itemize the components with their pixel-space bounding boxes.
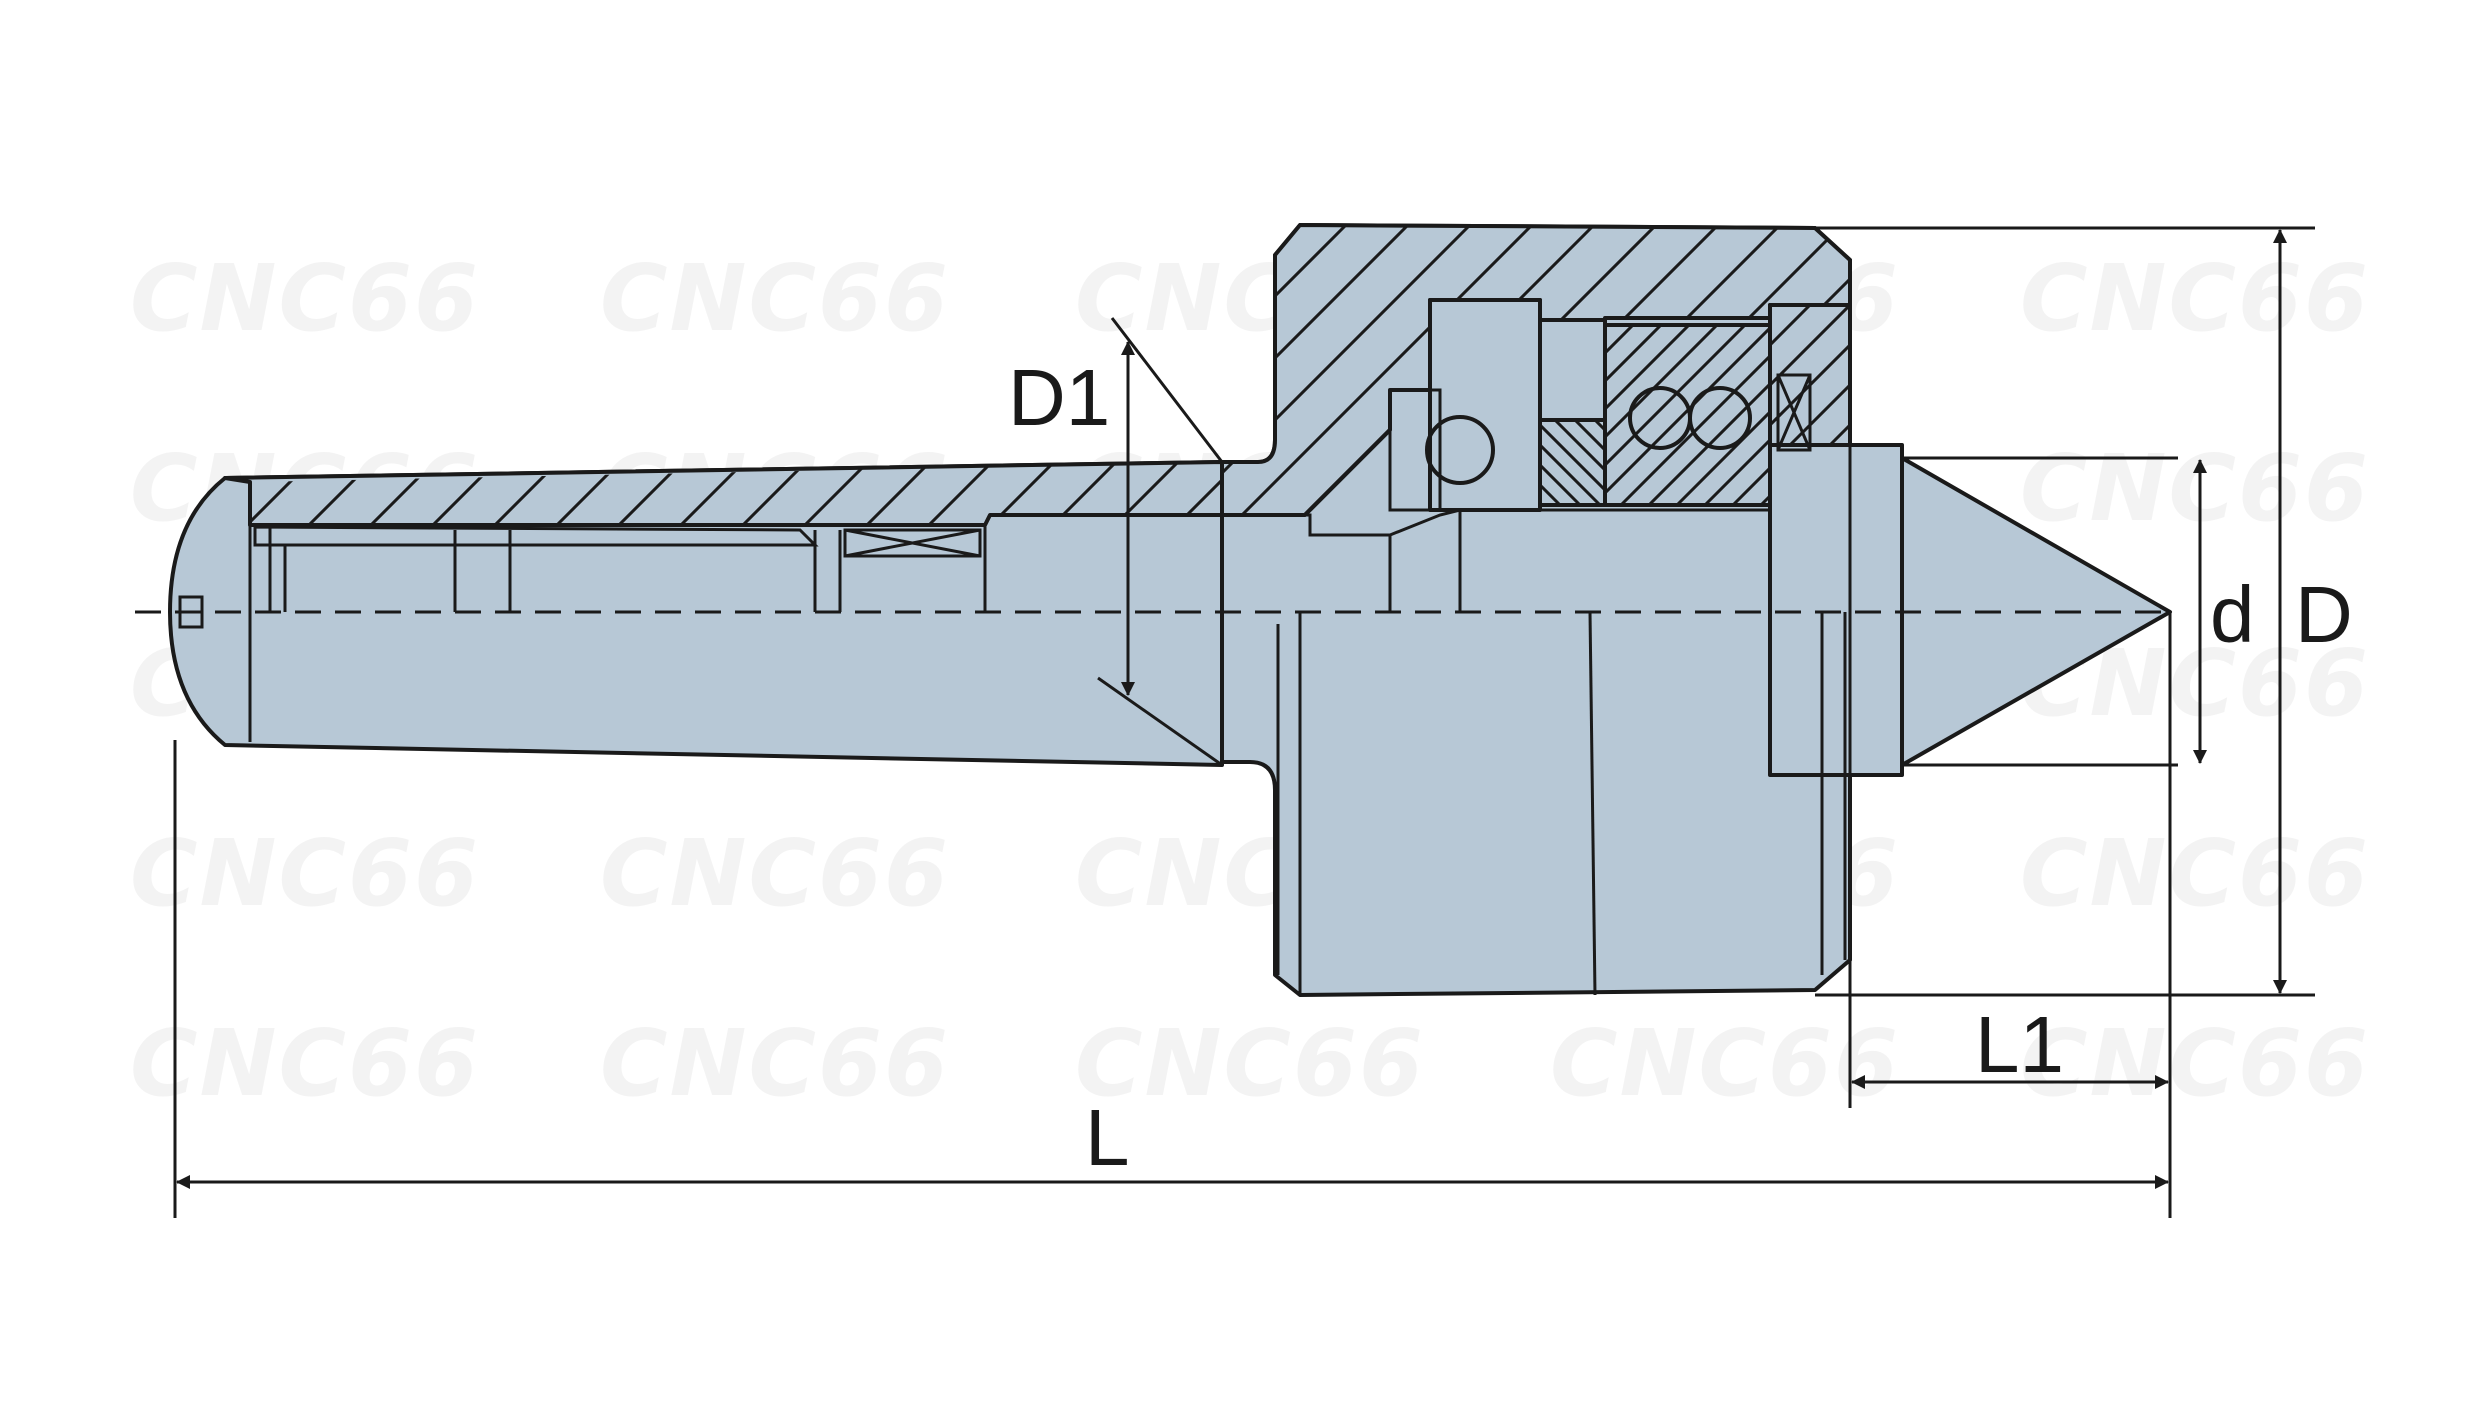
- hatch-line: [1605, 325, 1770, 505]
- label-d: d: [2210, 570, 2255, 659]
- hatch-line: [922, 462, 996, 525]
- watermark-text: CNC66: [2020, 1010, 2370, 1117]
- hatch-line: [1605, 325, 1747, 505]
- hatch-line: [1770, 305, 1850, 445]
- watermark-text: CNC66: [600, 1010, 950, 1117]
- hatch-line: [1605, 325, 1719, 505]
- watermark-text: CNC66: [600, 245, 950, 352]
- hatch-line: [736, 462, 810, 525]
- hatch-line: [1540, 420, 1605, 505]
- hatch-line: [1240, 225, 1534, 515]
- hatch-line: [1540, 420, 1582, 505]
- hatch-line: [1605, 325, 1691, 505]
- hatch-line: [860, 462, 934, 525]
- hatch-line: [1605, 325, 1663, 505]
- dimension-lines: [173, 226, 2315, 1218]
- hatch-line: [1731, 325, 1770, 505]
- label-L1: L1: [1975, 1000, 2064, 1089]
- hatch-line: [1675, 325, 1770, 505]
- watermark-text: CNC66: [130, 820, 480, 927]
- hatch-line: [1222, 225, 1348, 515]
- hatch-line: [1573, 420, 1605, 505]
- label-L: L: [1085, 1093, 1130, 1182]
- watermark-text: CNC66: [2020, 435, 2370, 542]
- section-view: [223, 223, 1852, 612]
- hatch-line: [1703, 325, 1770, 505]
- hatch-line: [1647, 325, 1770, 505]
- watermark-text: CNC66: [130, 1010, 480, 1117]
- hatch-line: [798, 462, 872, 525]
- spindle-block: [1768, 443, 1904, 777]
- label-D1: D1: [1008, 353, 1110, 442]
- hatch-line: [1540, 420, 1602, 505]
- watermark-text: CNC66: [1550, 1010, 1900, 1117]
- hatch-line: [1770, 305, 1812, 445]
- hatch-line: [1540, 420, 1562, 505]
- watermark-text: CNC66: [2020, 820, 2370, 927]
- hatch-line: [1619, 325, 1770, 505]
- watermark-text: CNC66: [130, 245, 480, 352]
- hatch-line: [1553, 420, 1605, 505]
- label-D: D: [2295, 570, 2353, 659]
- hatch-line: [1788, 305, 1850, 445]
- hatch-line: [1222, 225, 1472, 515]
- watermark-text: CNC66: [2020, 245, 2370, 352]
- watermark-text: CNC66: [600, 820, 950, 927]
- watermark-text: CNC66: [1075, 1010, 1425, 1117]
